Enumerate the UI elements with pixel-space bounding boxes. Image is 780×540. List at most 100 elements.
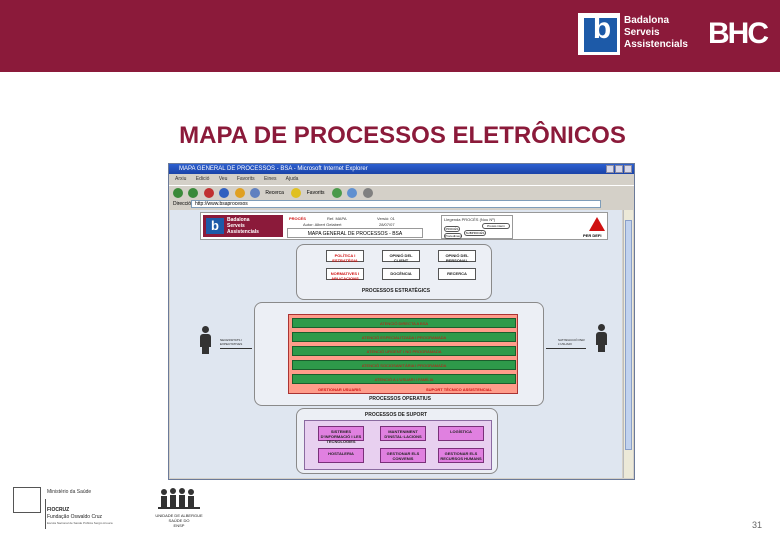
operational-group-label: PROCESSOS OPERATIUS: [369, 396, 431, 402]
support-box[interactable]: HOSTALERIA: [318, 448, 364, 463]
output-arrow: [546, 348, 586, 349]
back-icon[interactable]: [173, 188, 183, 198]
support-box[interactable]: GESTIONAR ELS RECURSOS HUMANS: [438, 448, 484, 463]
page-number: 31: [752, 520, 763, 530]
window-controls: [605, 165, 632, 177]
brand-logo-icon: [584, 18, 617, 52]
document-logo-line-2: Serveis: [227, 223, 245, 229]
home-icon[interactable]: [234, 188, 245, 198]
scrollbar-thumb[interactable]: [625, 220, 632, 450]
people-group-icon: [158, 488, 200, 509]
document-logo-line-1: Badalona: [227, 217, 250, 223]
process-box[interactable]: NORMATIVES I APLICACIONS: [326, 268, 364, 281]
menu-item-edit[interactable]: Edició: [195, 176, 210, 182]
menu-item-help[interactable]: Ajuda: [285, 176, 299, 182]
favorites-button-label[interactable]: Favorits: [306, 190, 325, 196]
browser-toolbar: Recerca Favorits: [169, 185, 634, 199]
legend-item-procedure: Procediment: [444, 233, 462, 239]
support-box[interactable]: MANTENIMENT D'INSTAL·LACIONS: [380, 426, 426, 441]
operational-bar[interactable]: ATENCIÓ DIRECTA A BSA: [292, 318, 516, 328]
address-label: Direcció: [173, 201, 192, 207]
address-bar: Direcció http://www.bsaprocesos: [169, 199, 634, 209]
unit-line-3: ENSP: [173, 523, 185, 528]
warning-label: PER DEFI: [583, 233, 602, 238]
operational-bar[interactable]: ATENCIÓ URGENT I NO PROGRAMADA: [292, 346, 516, 356]
legend-box: Llegenda PROCÉS (Nou Nº) Procés intern P…: [441, 215, 513, 239]
header-band: [0, 0, 780, 72]
search-button-label[interactable]: Recerca: [265, 190, 284, 196]
process-box[interactable]: POLÍTICA I ESTRATÈGIA: [326, 250, 364, 263]
document-logo-text: Badalona Serveis Assistencials: [227, 217, 259, 235]
browser-window: MAPA GENERAL DE PROCESSOS - BSA - Micros…: [168, 163, 635, 480]
forward-icon[interactable]: [188, 188, 199, 198]
version-date: 28/07/07: [379, 222, 395, 227]
unit-line-1: UNIDADE DE ALBERGUE: [155, 513, 203, 518]
unit-name: UNIDADE DE ALBERGUE SAÚDE DO ENSP: [150, 513, 208, 528]
ministry-divider: [45, 499, 46, 529]
support-box[interactable]: LOGÍSTICA: [438, 426, 484, 441]
search-icon[interactable]: [249, 188, 260, 198]
print-icon[interactable]: [362, 188, 373, 198]
document-header: b Badalona Serveis Assistencials PROCÉS …: [200, 212, 608, 240]
output-label: SATISFACCIÓ PER L'USUARI: [558, 338, 585, 346]
browser-menubar: Arxiu Edició Veu Favorits Eines Ajuda: [169, 175, 634, 184]
process-box[interactable]: OPINIÓ DEL CLIENT: [382, 250, 420, 263]
page-viewport: b Badalona Serveis Assistencials PROCÉS …: [170, 210, 622, 478]
menu-item-favorites[interactable]: Favorits: [236, 176, 255, 182]
customer-output-icon: [594, 324, 608, 352]
legend-title: Llegenda PROCÉS (Nou Nº): [444, 217, 496, 222]
support-box[interactable]: GESTIONAR ELS CONVENIS: [380, 448, 426, 463]
version-label: Versió: 01: [377, 216, 395, 221]
stop-icon[interactable]: [203, 188, 214, 198]
close-icon[interactable]: [624, 165, 632, 173]
input-label: NECESSITATS I EXPECTATIVES: [220, 338, 243, 346]
vertical-scrollbar[interactable]: [623, 210, 633, 478]
browser-title: MAPA GENERAL DE PROCESSOS - BSA - Micros…: [179, 166, 368, 172]
input-arrow: [220, 348, 252, 349]
brand-line-1: Badalona: [624, 15, 670, 26]
ministry-emblem-icon: [13, 487, 41, 513]
manage-users-link[interactable]: GESTIONAR USUARIS: [318, 387, 361, 392]
school-name: Escola Nacional de Saúde Pública Sergio …: [47, 521, 113, 525]
operational-bar[interactable]: ATENCIÓ ESPECIALITZADA I PROGRAMADA: [292, 332, 516, 342]
document-logo-icon: b: [206, 218, 224, 234]
process-box[interactable]: DOCÈNCIA: [382, 268, 420, 280]
technical-support-link[interactable]: SUPORT TÈCNICO ASSISTENCIAL: [426, 387, 493, 392]
mail-icon[interactable]: [347, 188, 358, 198]
process-box[interactable]: RECERCA: [438, 268, 476, 280]
brand-line-3: Assistencials: [624, 39, 688, 50]
operational-bar[interactable]: ATENCIÓ SOCIOSANITÀRIA I PROGRAMADA: [292, 360, 516, 370]
legend-item-subprocess: SUBPROCÉS: [464, 230, 486, 236]
bhc-logo: BHC: [708, 17, 769, 50]
favorites-icon[interactable]: [291, 188, 302, 198]
maximize-icon[interactable]: [615, 165, 623, 173]
legend-item-internal: Procés intern: [482, 223, 510, 229]
ministry-logo: Ministério da Saúde FIOCRUZ Fundação Osw…: [13, 487, 135, 531]
process-label: PROCÉS: [289, 216, 306, 221]
customer-input-icon: [198, 326, 212, 354]
warning-icon: [589, 217, 605, 231]
document-logo: b Badalona Serveis Assistencials: [203, 215, 283, 237]
support-box[interactable]: SISTEMES D'INFORMACIÓ I LES TECNOLOGIES: [318, 426, 364, 444]
menu-item-tools[interactable]: Eines: [264, 176, 277, 182]
unit-logo: UNIDADE DE ALBERGUE SAÚDE DO ENSP: [150, 487, 208, 531]
fiocruz-name: FIOCRUZ: [47, 507, 70, 513]
document-logo-line-3: Assistencials: [227, 229, 259, 235]
ref-label: Ref. MAPA: [327, 216, 347, 221]
brand-name: Badalona Serveis Assistencials: [624, 15, 706, 51]
refresh-icon[interactable]: [219, 188, 230, 198]
unit-line-2: SAÚDE DO: [168, 518, 190, 523]
minimize-icon[interactable]: [606, 165, 614, 173]
menu-item-file[interactable]: Arxiu: [175, 176, 187, 182]
operational-bar[interactable]: ATENCIÓ A L'USUARI I FAMÍLIA: [292, 374, 516, 384]
menu-item-view[interactable]: Veu: [218, 176, 228, 182]
slide-title: MAPA DE PROCESSOS ELETRÔNICOS: [179, 122, 626, 149]
address-input[interactable]: http://www.bsaprocesos: [191, 200, 601, 208]
fiocruz-full-name: Fundação Oswaldo Cruz: [47, 514, 103, 520]
legend-item-process: PROCÉS: [444, 226, 460, 232]
process-box[interactable]: OPINIÓ DEL PERSONAL: [438, 250, 476, 263]
history-icon[interactable]: [331, 188, 342, 198]
strategic-group-label: PROCESSOS ESTRATÈGICS: [361, 288, 431, 294]
brand-logo-letter: b: [592, 12, 612, 45]
map-title: MAPA GENERAL DE PROCESSOS - BSA: [287, 228, 423, 238]
